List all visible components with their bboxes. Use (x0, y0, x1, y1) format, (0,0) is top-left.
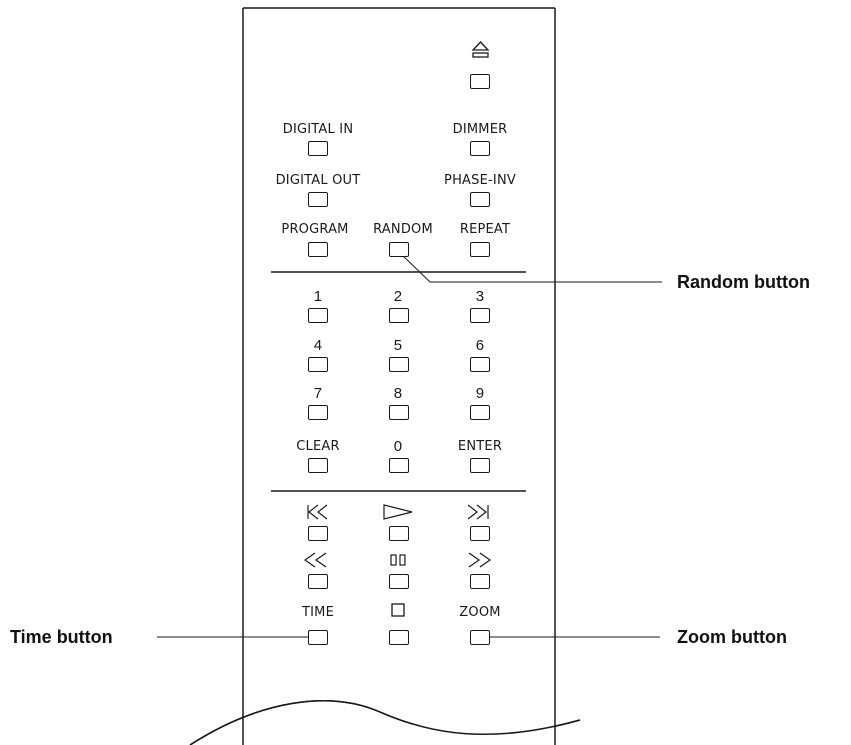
number-2-button[interactable] (389, 308, 409, 323)
digital-out-button[interactable] (308, 192, 328, 207)
number-5-button[interactable] (389, 357, 409, 372)
play-button[interactable] (389, 526, 409, 541)
rewind-icon (303, 552, 327, 568)
number-3-button[interactable] (470, 308, 490, 323)
clear-label: CLEAR (296, 439, 340, 454)
time-button-callout: Time button (10, 627, 113, 647)
zoom-button-callout: Zoom button (677, 627, 787, 647)
digital-out-label: DIGITAL OUT (275, 173, 361, 188)
number-0-label: 0 (393, 438, 403, 455)
skip-back-button[interactable] (308, 526, 328, 541)
number-1-label: 1 (313, 288, 323, 305)
digital-in-button[interactable] (308, 141, 328, 156)
number-6-button[interactable] (470, 357, 490, 372)
random-leader-line (399, 252, 662, 283)
number-0-button[interactable] (389, 458, 409, 473)
pause-button[interactable] (389, 574, 409, 589)
number-7-label: 7 (313, 385, 323, 402)
skip-forward-button[interactable] (470, 526, 490, 541)
number-4-label: 4 (313, 337, 323, 354)
number-9-label: 9 (475, 385, 485, 402)
number-1-button[interactable] (308, 308, 328, 323)
number-5-label: 5 (393, 337, 403, 354)
stop-button[interactable] (389, 630, 409, 645)
number-8-button[interactable] (389, 405, 409, 420)
number-9-button[interactable] (470, 405, 490, 420)
phase-inv-button[interactable] (470, 192, 490, 207)
zoom-label: ZOOM (459, 605, 501, 620)
phase-inv-label: PHASE-INV (444, 173, 516, 188)
clear-button[interactable] (308, 458, 328, 473)
program-button[interactable] (308, 242, 328, 257)
program-label: PROGRAM (281, 222, 349, 237)
eject-icon (471, 41, 490, 58)
pause-icon (390, 554, 406, 566)
fast-forward-button[interactable] (470, 574, 490, 589)
random-button-callout: Random button (677, 272, 810, 292)
number-8-label: 8 (393, 385, 403, 402)
enter-label: ENTER (457, 439, 503, 454)
repeat-label: REPEAT (459, 222, 511, 237)
enter-button[interactable] (470, 458, 490, 473)
number-6-label: 6 (475, 337, 485, 354)
number-4-button[interactable] (308, 357, 328, 372)
zoom-button[interactable] (470, 630, 490, 645)
skip-back-icon (307, 504, 328, 520)
time-label: TIME (301, 605, 335, 620)
fast-forward-icon (468, 552, 492, 568)
play-icon (383, 504, 413, 520)
skip-forward-icon (467, 504, 489, 520)
dimmer-button[interactable] (470, 141, 490, 156)
repeat-button[interactable] (470, 242, 490, 257)
eject-button[interactable] (470, 74, 490, 89)
number-2-label: 2 (393, 288, 403, 305)
time-button[interactable] (308, 630, 328, 645)
digital-in-label: DIGITAL IN (282, 122, 354, 137)
number-7-button[interactable] (308, 405, 328, 420)
number-3-label: 3 (475, 288, 485, 305)
dimmer-label: DIMMER (452, 122, 508, 137)
random-button[interactable] (389, 242, 409, 257)
random-label: RANDOM (373, 222, 433, 237)
rewind-button[interactable] (308, 574, 328, 589)
stop-icon (391, 603, 405, 617)
